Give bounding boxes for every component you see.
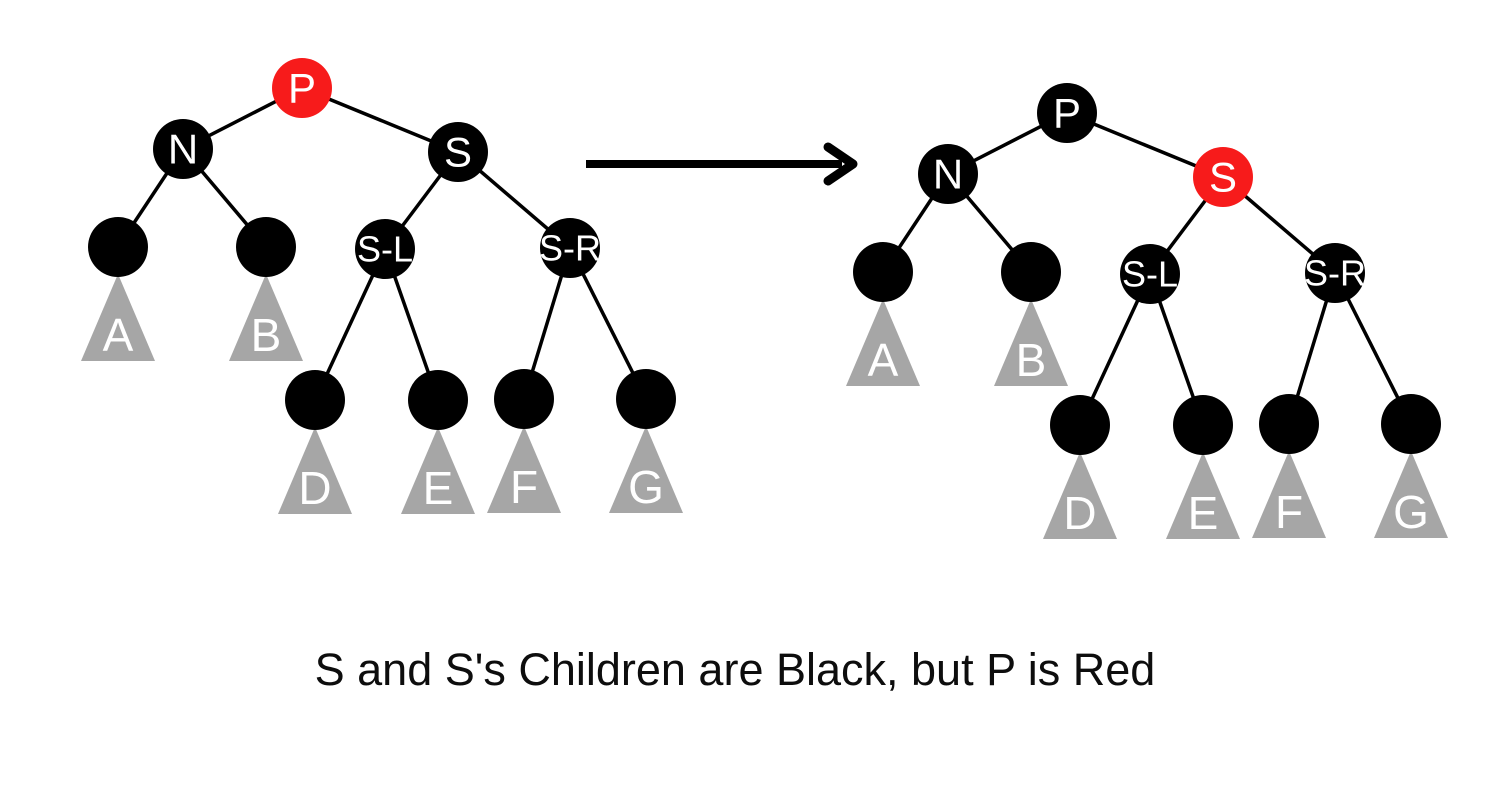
node-NR-black <box>236 217 296 277</box>
subtree-triangle-D <box>278 427 352 514</box>
arrow-head-icon <box>823 142 858 186</box>
subtree-label-B: B <box>251 309 282 361</box>
subtree-label-G: G <box>628 461 664 513</box>
caption: S and S's Children are Black, but P is R… <box>314 644 1156 695</box>
subtree-label-E: E <box>423 462 454 514</box>
node-label-S: S <box>1209 154 1237 201</box>
node-FL-black <box>1259 394 1319 454</box>
tree-after: A B D E F G P N S S-L S-R <box>846 83 1448 539</box>
node-GL-black <box>616 369 676 429</box>
subtree-triangle-G <box>609 426 683 513</box>
node-GL-black <box>1381 394 1441 454</box>
transition-arrow <box>586 142 858 186</box>
node-N-black <box>153 119 213 179</box>
node-N-black <box>918 144 978 204</box>
node-label-P: P <box>1053 90 1081 137</box>
node-P-red <box>272 58 332 118</box>
subtree-label-F: F <box>1275 486 1303 538</box>
subtree-triangle-A <box>81 274 155 361</box>
subtree-label-D: D <box>1063 487 1096 539</box>
subtree-triangle-E <box>401 427 475 514</box>
node-SL-black <box>1120 244 1180 304</box>
node-label-N: N <box>933 151 963 198</box>
node-NL-black <box>88 217 148 277</box>
subtree-triangle-A <box>846 299 920 386</box>
subtree-label-G: G <box>1393 486 1429 538</box>
node-FL-black <box>494 369 554 429</box>
subtree-label-F: F <box>510 461 538 513</box>
node-SL-black <box>355 219 415 279</box>
node-NL-black <box>853 242 913 302</box>
node-S-black <box>428 122 488 182</box>
tree-before: A B D E F G P N S S-L S-R <box>81 58 683 514</box>
subtree-triangle-B <box>229 274 303 361</box>
node-EL-black <box>1173 395 1233 455</box>
node-SR-black <box>1305 243 1365 303</box>
node-label-P: P <box>288 65 316 112</box>
subtree-triangle-G <box>1374 451 1448 538</box>
node-label-N: N <box>168 126 198 173</box>
node-DL-black <box>1050 395 1110 455</box>
subtree-label-E: E <box>1188 487 1219 539</box>
node-label-S: S <box>444 129 472 176</box>
subtree-label-A: A <box>103 309 134 361</box>
node-EL-black <box>408 370 468 430</box>
subtree-label-D: D <box>298 462 331 514</box>
node-label-SR: S-R <box>539 228 601 269</box>
node-P-black <box>1037 83 1097 143</box>
node-label-SL: S-L <box>1122 254 1178 295</box>
node-DL-black <box>285 370 345 430</box>
subtree-triangle-E <box>1166 452 1240 539</box>
node-SR-black <box>540 218 600 278</box>
subtree-label-A: A <box>868 334 899 386</box>
node-S-red <box>1193 147 1253 207</box>
subtree-triangle-F <box>1252 451 1326 538</box>
subtree-triangle-B <box>994 299 1068 386</box>
subtree-label-B: B <box>1016 334 1047 386</box>
node-label-SR: S-R <box>1304 253 1366 294</box>
node-NR-black <box>1001 242 1061 302</box>
node-label-SL: S-L <box>357 229 413 270</box>
subtree-triangle-F <box>487 426 561 513</box>
subtree-triangle-D <box>1043 452 1117 539</box>
